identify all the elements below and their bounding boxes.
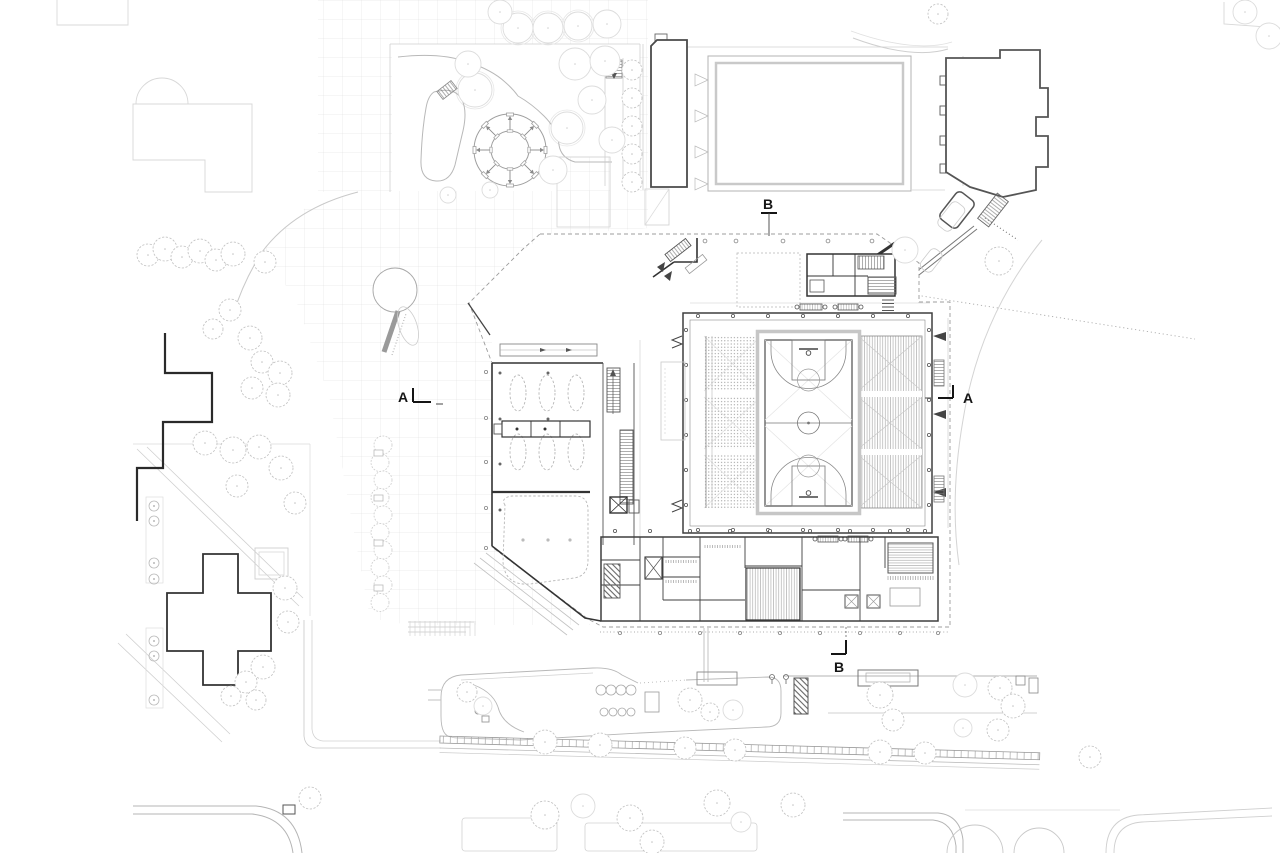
svg-text:B: B [763, 196, 773, 212]
nw-ramp [381, 306, 419, 356]
svg-text:A: A [963, 390, 973, 406]
tree-planting-symbols [769, 674, 789, 684]
stair-hatch [603, 563, 621, 599]
bench-combs [665, 545, 934, 583]
west-wing-columns [498, 371, 550, 512]
svg-text:A: A [398, 389, 408, 405]
section-marker-b-bottom: B [831, 627, 847, 675]
garden-stairs-nw [436, 79, 458, 101]
basketball-court [755, 329, 862, 516]
multipurpose-area-dashed [502, 495, 589, 585]
trees-fluffy [136, 3, 1102, 853]
svg-text:B: B [834, 659, 844, 675]
hall-door-bars [799, 303, 869, 543]
section-marker-b-top: B [761, 196, 777, 236]
bleachers-right [857, 335, 923, 509]
basket-rim-icon [805, 490, 812, 496]
exterior-ramp-stairs [977, 192, 1009, 228]
circular-pavilion [472, 112, 548, 188]
shower-unit [866, 594, 881, 609]
stair-core [606, 367, 640, 514]
floodlight-icons [694, 73, 709, 191]
canopy-column-dots [483, 238, 941, 636]
gym-mat-ovals [509, 374, 585, 471]
interior-tribune [745, 567, 801, 621]
section-markers: B B A A [398, 196, 973, 675]
basket-rim-icon [805, 350, 812, 356]
north-wing [467, 237, 930, 357]
tribune-left [703, 335, 762, 509]
hedge-band [370, 435, 393, 612]
link-path [915, 225, 978, 276]
section-marker-a-left: A [398, 388, 443, 405]
trees-light [148, 0, 1280, 833]
section-marker-a-right: A [925, 385, 973, 406]
shower-unit [844, 594, 859, 609]
plaza-tree-circle [372, 267, 418, 313]
background-parcels [56, 0, 1280, 853]
planter-circles [595, 684, 637, 717]
hatched-ramp [793, 677, 809, 715]
south-wing [600, 529, 950, 682]
locker-bench-bar [493, 420, 591, 438]
south-wing-column-dots [613, 529, 928, 534]
terrace-steps-sw [408, 552, 580, 636]
hall-column-dots [684, 313, 932, 533]
main-building [408, 233, 951, 682]
stair-tribune-ne [887, 542, 934, 574]
narrow-building [650, 33, 688, 188]
existing-building-ne [915, 49, 1049, 276]
sports-field [694, 55, 912, 192]
roof-outline-dashed [468, 233, 951, 628]
west-wing [491, 340, 641, 622]
elevator-icon [609, 496, 628, 514]
sports-hall [660, 303, 949, 543]
left-building-edge [135, 333, 214, 521]
